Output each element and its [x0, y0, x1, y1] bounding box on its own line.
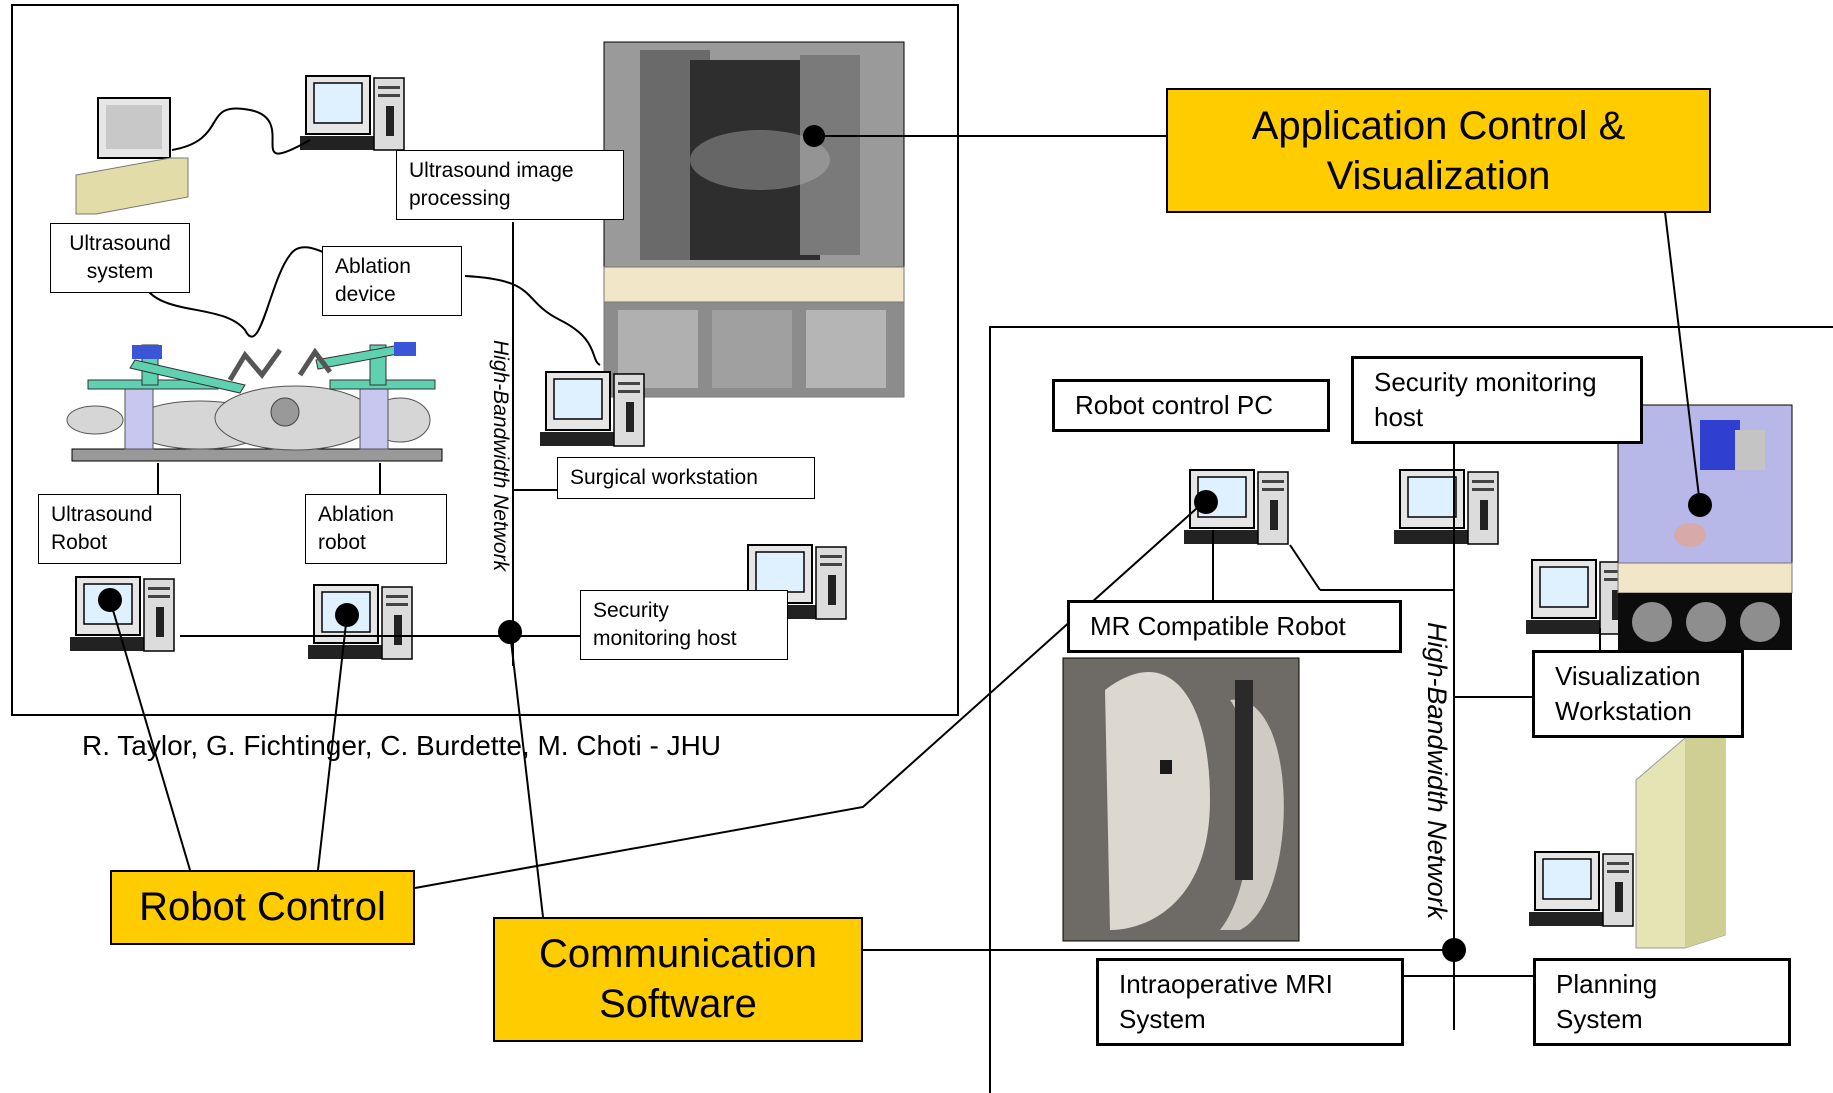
credit-line: R. Taylor, G. Fichtinger, C. Burdette, M…	[82, 730, 722, 761]
label-mr-compatible-robot: MR Compatible Robot	[1067, 600, 1402, 653]
label-ultrasound-image-processing: Ultrasound image processing	[396, 150, 624, 220]
right-network-label: High-Bandwidth Network	[1422, 622, 1452, 920]
label-visualization-workstation: Visualization Workstation	[1532, 650, 1744, 738]
label-ablation-robot: Ablation robot	[305, 494, 447, 564]
mr-robot-photo	[1062, 657, 1300, 942]
label-intraoperative-mri: Intraoperative MRI System	[1096, 958, 1404, 1046]
security-monitoring-host-computer-right	[1393, 469, 1499, 545]
ultrasound-image-panel	[603, 41, 905, 398]
callout-application-control: Application Control & Visualization	[1166, 88, 1711, 213]
right-panel-frame	[989, 326, 1833, 1093]
callout-robot-control: Robot Control	[110, 870, 415, 945]
left-network-label: High-Bandwidth Network	[489, 340, 512, 572]
label-ultrasound-system: Ultrasound system	[50, 223, 190, 293]
planning-system-cabinet	[1635, 737, 1726, 949]
label-surgical-workstation: Surgical workstation	[557, 457, 815, 499]
visualization-screen	[1617, 404, 1793, 650]
visualization-workstation-computer	[1525, 559, 1631, 635]
surgical-workstation-computer	[539, 371, 645, 447]
label-robot-control-pc: Robot control PC	[1052, 379, 1330, 432]
label-planning-system: Planning System	[1533, 958, 1791, 1046]
patient-table-illustration	[66, 342, 443, 462]
ablation-robot-computer	[307, 584, 413, 660]
label-security-monitoring-host: Security monitoring host	[580, 590, 788, 660]
ultrasound-system-device	[75, 97, 189, 215]
label-security-monitoring-host-right: Security monitoring host	[1351, 356, 1643, 444]
label-ultrasound-robot: Ultrasound Robot	[38, 494, 181, 564]
label-ablation-device: Ablation device	[322, 246, 462, 316]
planning-system-computer	[1528, 851, 1634, 927]
ultrasound-image-processing-computer	[299, 75, 405, 151]
callout-communication-software: Communication Software	[493, 917, 863, 1042]
